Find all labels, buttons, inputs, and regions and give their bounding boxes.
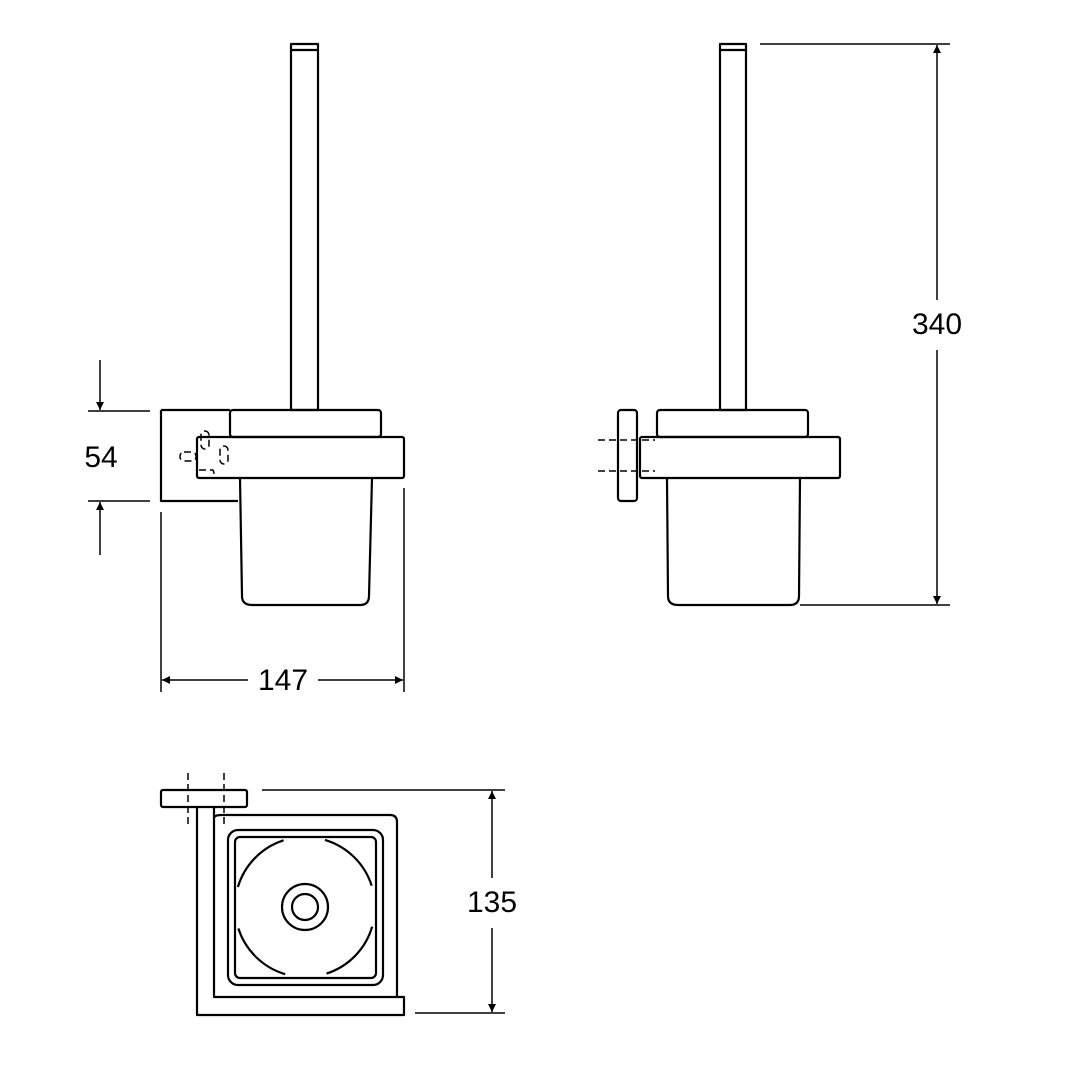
brush-handle bbox=[289, 42, 320, 412]
cup-rim-inner bbox=[233, 835, 378, 980]
dimension-plate-height: 54 bbox=[84, 441, 117, 474]
brush-handle bbox=[718, 42, 748, 412]
brush-head bbox=[233, 835, 377, 979]
front-view: 147 54 bbox=[84, 42, 406, 697]
wall-plate bbox=[616, 408, 639, 503]
wall-plate bbox=[159, 788, 249, 809]
wall-plate bbox=[159, 408, 238, 503]
holder-bar bbox=[195, 435, 406, 480]
cup-rim bbox=[228, 408, 383, 439]
cup bbox=[665, 477, 802, 607]
handle-inner bbox=[290, 892, 320, 922]
dimension-width: 147 bbox=[258, 664, 308, 697]
handle-outer bbox=[280, 882, 330, 932]
holder-bar bbox=[638, 435, 842, 480]
side-view: 340 bbox=[598, 42, 962, 607]
cup bbox=[238, 477, 374, 607]
dimension-total-height: 340 bbox=[912, 308, 962, 341]
hidden-screws bbox=[179, 430, 229, 479]
holder-bracket bbox=[195, 807, 406, 1017]
cup-outline bbox=[212, 813, 399, 997]
cup-rim bbox=[655, 408, 810, 439]
cup-rim-outer bbox=[226, 828, 385, 987]
top-view: 135 bbox=[159, 773, 517, 1017]
dimension-depth: 135 bbox=[467, 886, 517, 919]
